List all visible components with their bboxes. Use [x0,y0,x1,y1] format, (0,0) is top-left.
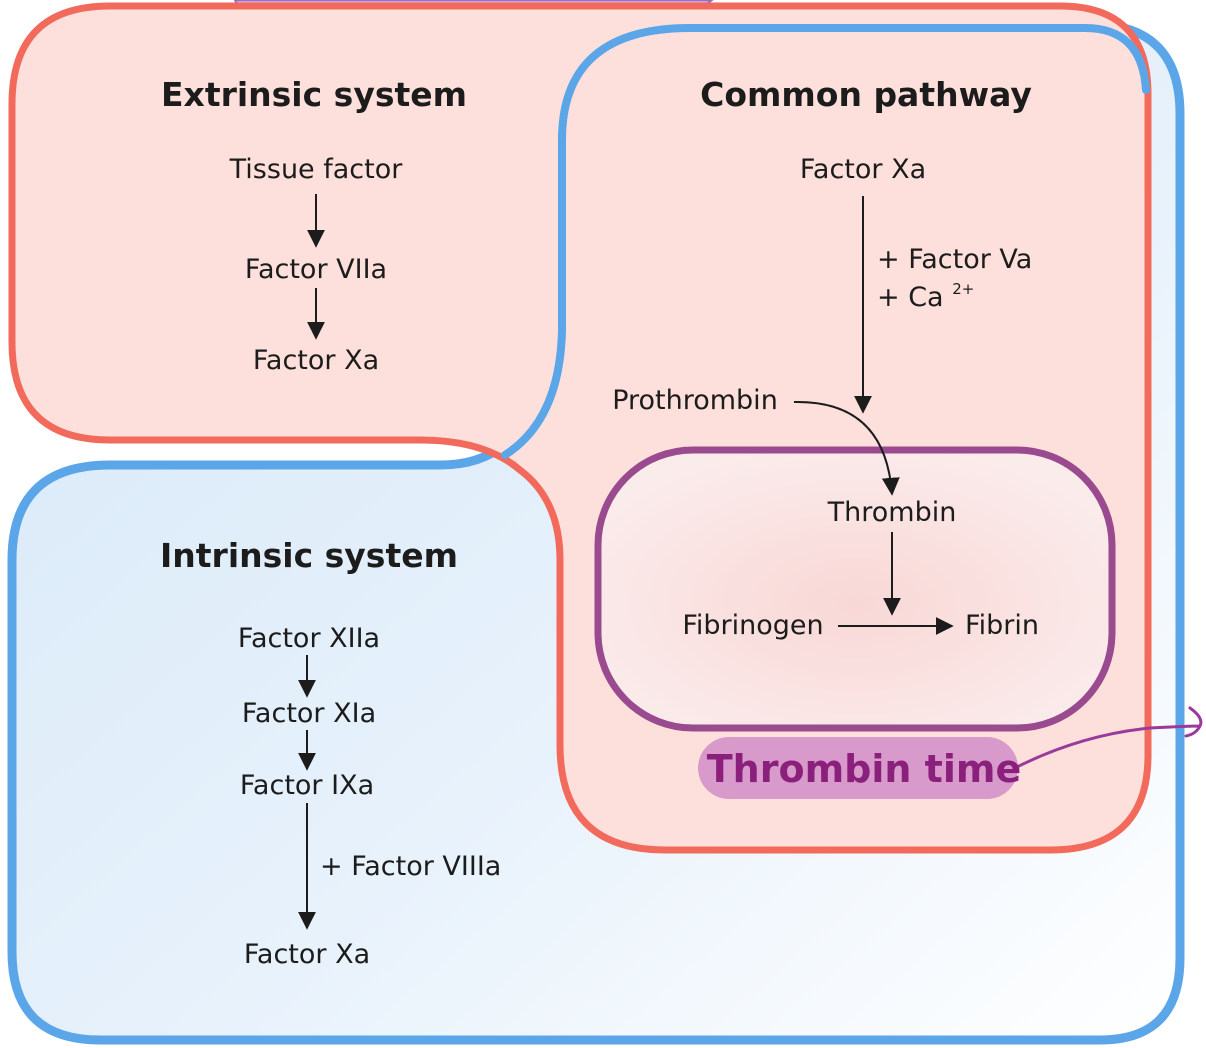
thrombin-box [594,446,1116,732]
prothrombin-to-thrombin-arrow [793,400,900,496]
thrombin-time-label: Thrombin time [707,747,1021,791]
calcium-label: + Ca [877,282,944,313]
intrinsic-heading: Intrinsic system [160,536,458,575]
extrinsic-step-factor-xa: Factor Xa [253,345,379,376]
thrombin-time-highlight [698,737,1018,799]
extrinsic-step-tissue-factor: Tissue factor [229,154,404,185]
intrinsic-step-factor-xa: Factor Xa [244,939,370,970]
common-cofactor-calcium: + Ca 2+ [877,280,974,313]
common-step-factor-xa: Factor Xa [800,154,926,185]
extrinsic-heading: Extrinsic system [161,75,467,114]
common-step-prothrombin: Prothrombin [612,385,778,416]
intrinsic-cofactor-factor-viiia: + Factor VIIIa [320,851,501,882]
thrombin-time-pointer [1013,706,1203,770]
common-cofactor-factor-va: + Factor Va [877,244,1032,275]
intrinsic-step-factor-xia: Factor XIa [242,698,376,729]
common-step-fibrin: Fibrin [965,610,1039,641]
common-step-fibrinogen: Fibrinogen [682,610,823,641]
calcium-superscript: 2+ [952,280,974,298]
extrinsic-step-factor-viia: Factor VIIa [245,254,387,285]
intrinsic-step-factor-ixa: Factor IXa [240,770,374,801]
common-step-thrombin: Thrombin [827,497,957,528]
common-heading: Common pathway [700,75,1032,114]
intrinsic-step-factor-xiia: Factor XIIa [238,623,380,654]
common-pathway-border [501,24,1150,459]
